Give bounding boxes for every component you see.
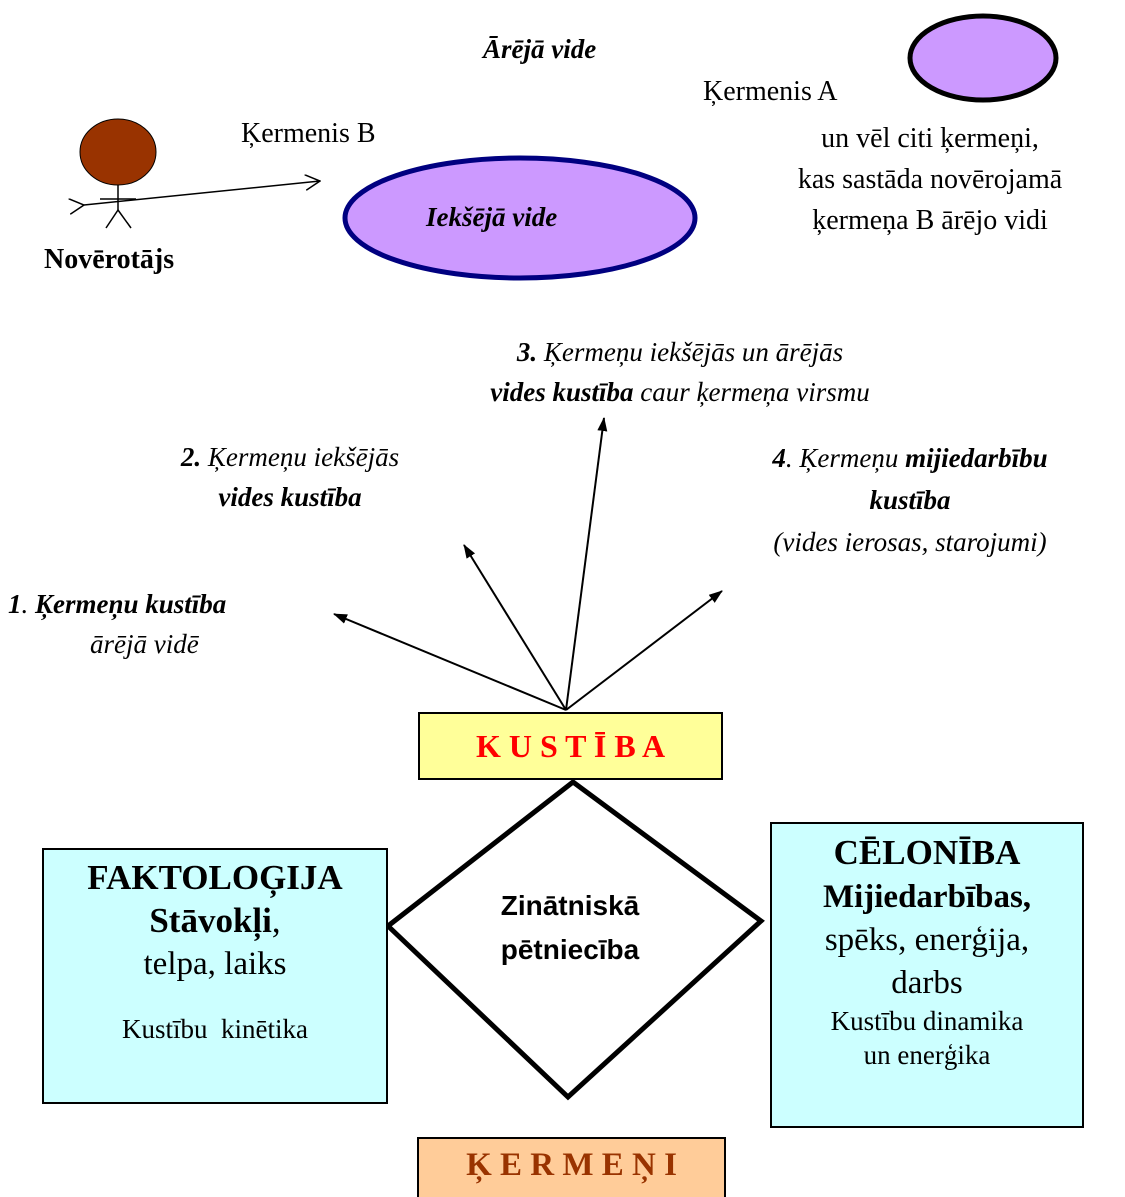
body-a-ellipse: [907, 13, 1059, 103]
motion-4-label: 4. Ķermeņu mijiedarbību kustība (vides i…: [772, 443, 1048, 557]
motion-1-number: 1: [8, 589, 22, 619]
dynamics-label: Kustību dinamika: [830, 1006, 1024, 1036]
diamond-label: Zinātniskā pētniecība: [500, 890, 640, 965]
outer-env-label: Ārējā vide: [483, 34, 597, 64]
observer-label: Novērotājs: [44, 244, 175, 275]
force-energy-label: spēks, enerģija,: [824, 922, 1030, 958]
motion-3-number: 3.: [516, 337, 538, 367]
arrow-2: [463, 544, 567, 711]
motion-1-label: 1. Ķermeņu kustība ārējā vidē: [8, 589, 227, 659]
arrow-4: [565, 590, 723, 711]
motion-2-label: 2. Ķermeņu iekšējās vides kustība: [180, 442, 400, 512]
note-line-3: ķermeņa B ārējo vidi: [812, 205, 1048, 236]
interactions-label: Mijiedarbības,: [822, 879, 1032, 915]
motion-arrows: [333, 417, 723, 711]
celoniba-box: CĒLONĪBA Mijiedarbības, spēks, enerģija,…: [770, 822, 1084, 1128]
inner-env-label: Iekšējā vide: [426, 202, 558, 232]
research-diamond: [384, 778, 765, 1101]
environment-note: un vēl citi ķermeņi, kas sastāda novēroj…: [740, 118, 1120, 241]
energetics-label: un enerģika: [863, 1040, 991, 1070]
motion-2-number: 2.: [180, 442, 202, 472]
kustiba-box: K U S T Ī B A: [418, 712, 723, 780]
kinetics-label: Kustību kinētika: [122, 1014, 308, 1044]
space-time-label: telpa, laiks: [143, 946, 287, 982]
observer-head: [79, 118, 157, 186]
faktologija-title: FAKTOLOĢIJA: [87, 858, 343, 897]
arrow-1: [333, 613, 567, 711]
arrow-3: [565, 417, 608, 711]
kermeni-label: Ķ E R M E Ņ I: [466, 1147, 677, 1183]
kermeni-box: Ķ E R M E Ņ I: [417, 1137, 726, 1197]
observer-figure: [79, 118, 157, 229]
body-a-label: Ķermenis A: [703, 76, 838, 107]
states-label: Stāvokļi: [149, 901, 272, 940]
faktologija-box: FAKTOLOĢIJA Stāvokļi, telpa, laiks Kustī…: [42, 848, 388, 1104]
note-line-1: un vēl citi ķermeņi,: [821, 123, 1039, 154]
body-b-label: Ķermenis B: [241, 118, 376, 149]
motion-3-label: 3. Ķermeņu iekšējās un ārējās vides kust…: [490, 337, 870, 407]
inner-env-ellipse: [342, 155, 698, 281]
kustiba-label: K U S T Ī B A: [475, 727, 666, 764]
note-line-2: kas sastāda novērojamā: [797, 164, 1063, 195]
celoniba-title: CĒLONĪBA: [833, 833, 1021, 872]
observer-arrow: [84, 181, 320, 205]
work-label: darbs: [891, 965, 963, 1001]
motion-4-number: 4: [772, 443, 786, 473]
